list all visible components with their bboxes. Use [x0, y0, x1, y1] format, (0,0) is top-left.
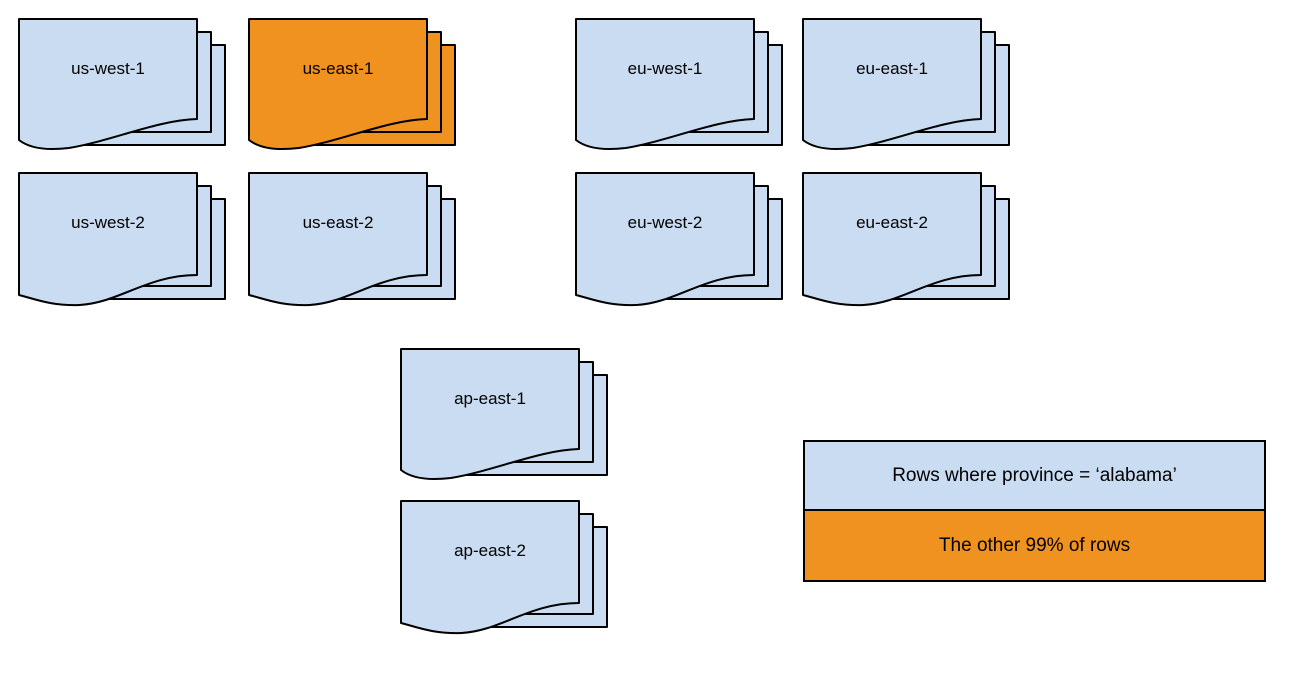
document-card-front [18, 18, 198, 150]
document-card-front [575, 172, 755, 307]
document-stack-us-east-2[interactable]: us-east-2 [248, 172, 458, 352]
document-card-front [575, 18, 755, 150]
document-stack-shape [802, 172, 1010, 307]
document-card-front [400, 500, 580, 635]
document-stack-shape [400, 500, 608, 635]
document-stack-shape [248, 172, 456, 307]
document-card-front [802, 18, 982, 150]
document-card-front [248, 18, 428, 150]
document-stack-shape [802, 18, 1010, 150]
legend: Rows where province = ‘alabama’ The othe… [803, 440, 1266, 582]
legend-label-orange: The other 99% of rows [938, 534, 1131, 556]
document-stack-shape [18, 172, 226, 307]
document-stack-eu-east-2[interactable]: eu-east-2 [802, 172, 1012, 352]
legend-row-orange: The other 99% of rows [805, 511, 1264, 580]
document-stack-eu-west-2[interactable]: eu-west-2 [575, 172, 785, 352]
document-stack-ap-east-2[interactable]: ap-east-2 [400, 500, 610, 680]
document-card-front [400, 348, 580, 480]
document-stack-us-east-1[interactable]: us-east-1 [248, 18, 458, 198]
document-card-front [248, 172, 428, 307]
document-stack-ap-east-1[interactable]: ap-east-1 [400, 348, 610, 528]
legend-row-blue: Rows where province = ‘alabama’ [805, 442, 1264, 511]
document-stack-eu-west-1[interactable]: eu-west-1 [575, 18, 785, 198]
document-card-front [802, 172, 982, 307]
document-stack-shape [575, 172, 783, 307]
document-stack-eu-east-1[interactable]: eu-east-1 [802, 18, 1012, 198]
document-stack-shape [18, 18, 226, 150]
document-stack-us-west-2[interactable]: us-west-2 [18, 172, 228, 352]
document-stack-shape [400, 348, 608, 480]
document-stack-shape [575, 18, 783, 150]
document-stack-shape [248, 18, 456, 150]
legend-label-blue: Rows where province = ‘alabama’ [892, 464, 1177, 486]
document-card-front [18, 172, 198, 307]
document-stack-us-west-1[interactable]: us-west-1 [18, 18, 228, 198]
